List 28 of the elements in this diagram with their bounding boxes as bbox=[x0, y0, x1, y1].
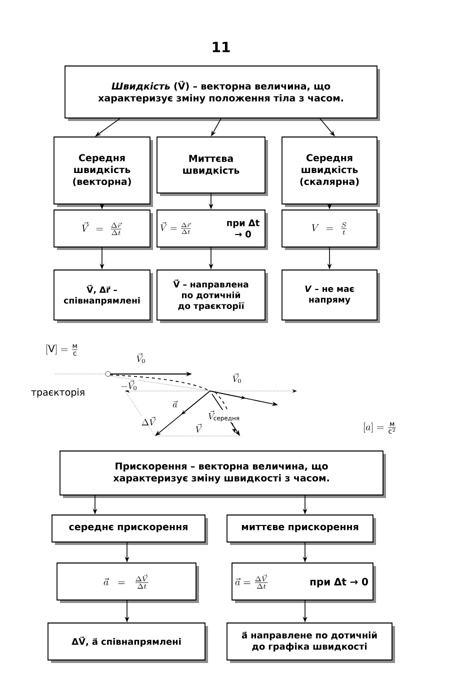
note-box: ΔV⃗, a⃗ співнапрямлені bbox=[48, 622, 208, 663]
formula-box: $\vec{V}=\frac{\Delta\vec{r}}{\Delta t}$ bbox=[54, 210, 153, 250]
definition-box: Прискорення – векторна величина, що характеризує зміну швидкості з часом. bbox=[60, 450, 386, 498]
note-box: a⃗ направлене по дотичній до графіка швидкості bbox=[226, 622, 395, 663]
unit-formula: $[a]=\frac{\text{м}}{\text{с}^2}$ bbox=[362, 422, 398, 434]
formula-box: $\vec{a}=\frac{\Delta\vec{V}}{\Delta t}$ при Δt → 0 bbox=[232, 562, 376, 603]
formula-box: $V=\frac{S}{t}$ bbox=[282, 210, 380, 250]
vector-label: $-\vec{V}_0$ bbox=[120, 380, 138, 390]
note-box: V⃗, Δr⃗ – співнапрямлені bbox=[54, 270, 153, 323]
category-box: Миттєва швидкість bbox=[156, 136, 268, 196]
category-box: середнє прискорення bbox=[52, 514, 208, 545]
formula-box: $\vec{a}=\frac{\Delta\vec{V}}{\Delta t}$ bbox=[56, 562, 199, 603]
note-box: V – не має напряму bbox=[282, 270, 380, 323]
vector-label: $\vec{V}_0$ bbox=[232, 372, 242, 384]
definition-box: Швидкість (V⃗) – векторна величина, що характеризує зміну положення тіла з часом. bbox=[64, 66, 380, 121]
category-box: Середня швидкість (скалярна) bbox=[282, 136, 380, 207]
category-box: Середня швидкість (векторна) bbox=[54, 136, 153, 207]
page-number: 11 bbox=[210, 41, 232, 53]
trajectory-label: траєкторія bbox=[30, 388, 86, 398]
vector-label: $\vec{V}_0$ bbox=[136, 352, 146, 364]
vector-label: $\Delta\vec{V}$ bbox=[140, 416, 158, 426]
formula-box: $\vec{V}=\frac{\Delta\vec{r}}{\Delta t}$ при Δt → 0 bbox=[156, 210, 268, 250]
note-box: V⃗ – направлена по дотичній до траєкторії bbox=[156, 270, 268, 323]
vector-label: $\vec{a}$ bbox=[172, 400, 178, 408]
category-box: миттєве прискорення bbox=[226, 514, 376, 545]
vector-label: $\vec{V}_{\text{середня}}$ bbox=[207, 410, 241, 422]
vector-label: $\vec{V}$ bbox=[194, 423, 204, 433]
unit-formula: $[\mathrm{V}]=\frac{\text{м}}{\text{с}}$ bbox=[44, 344, 80, 356]
